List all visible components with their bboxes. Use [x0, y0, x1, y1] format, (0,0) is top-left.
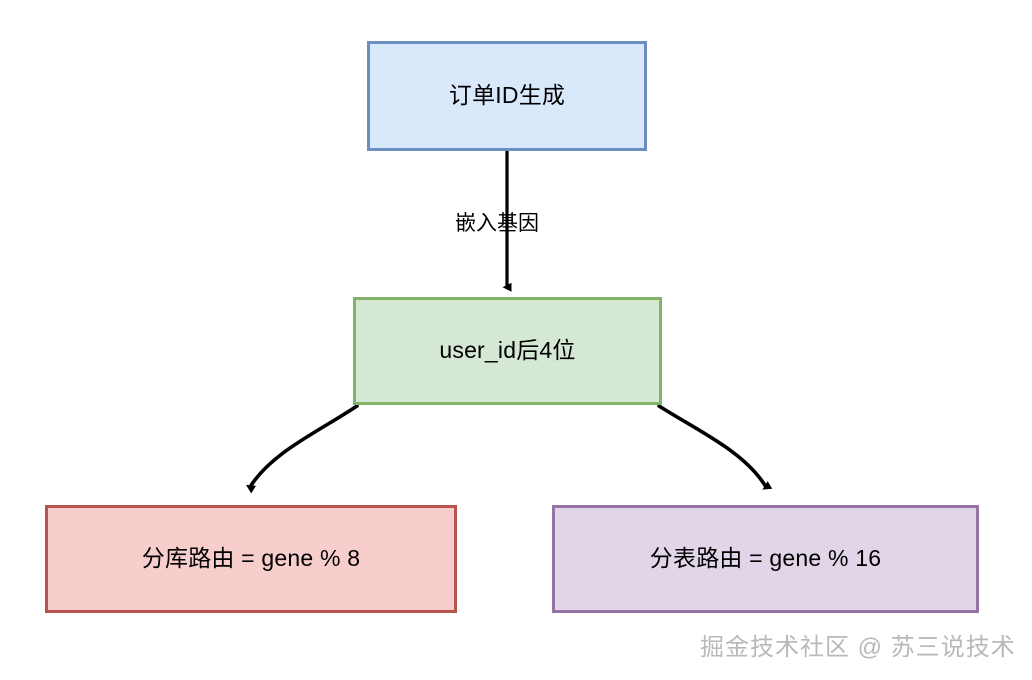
- node-table-route[interactable]: 分表路由 = gene % 16: [552, 505, 979, 613]
- edge-gene-to-db-route: [246, 404, 359, 494]
- node-order-id-generation[interactable]: 订单ID生成: [367, 41, 647, 151]
- node-database-route-label: 分库路由 = gene % 8: [141, 545, 361, 572]
- node-database-route[interactable]: 分库路由 = gene % 8: [45, 505, 457, 613]
- watermark-text: 掘金技术社区 @ 苏三说技术: [700, 634, 1016, 661]
- edge-label-embed-gene: 嵌入基因: [455, 212, 539, 235]
- node-table-route-label: 分表路由 = gene % 16: [649, 545, 882, 572]
- edge-gene-to-table-route: [657, 404, 773, 490]
- node-user-id-last-4-digits[interactable]: user_id后4位: [353, 297, 662, 405]
- node-user-id-last-4-digits-label: user_id后4位: [439, 337, 576, 364]
- node-order-id-generation-label: 订单ID生成: [448, 82, 566, 109]
